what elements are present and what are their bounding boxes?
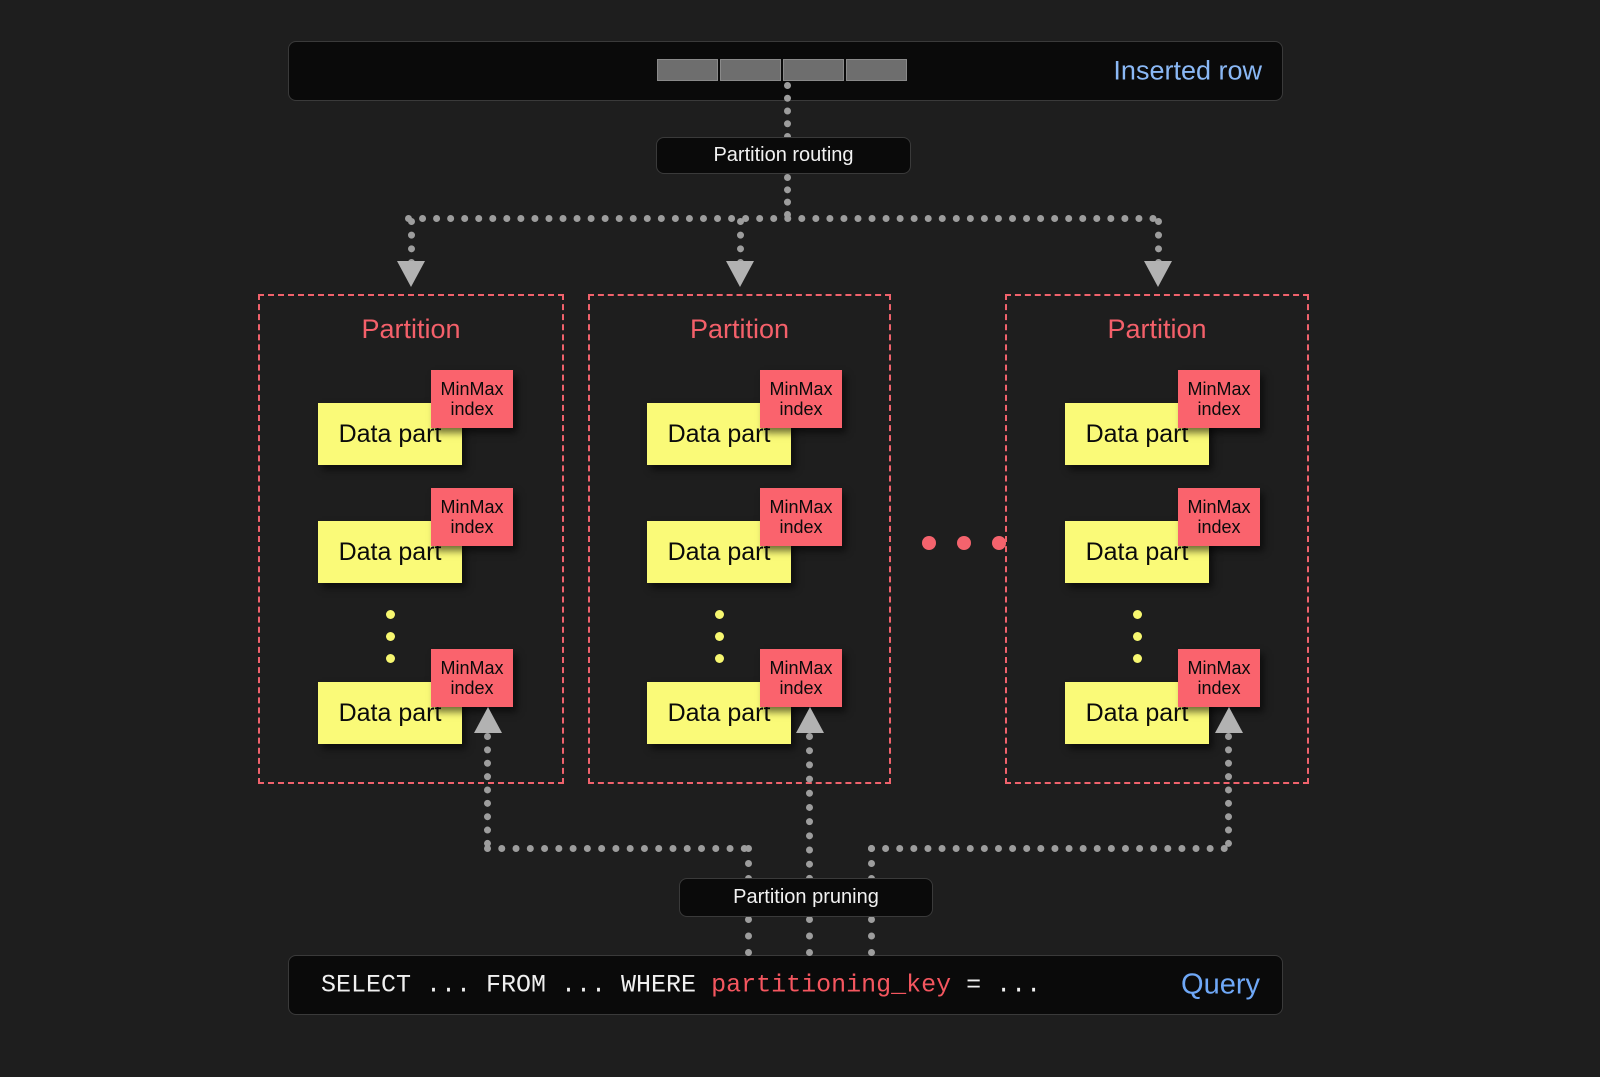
ellipsis-dot: [1133, 654, 1142, 663]
connector-query-to-pruning-center: [806, 916, 813, 956]
inserted-row-cells: [657, 59, 907, 81]
minmax-index-box: MinMax index: [760, 488, 842, 546]
row-cell: [720, 59, 781, 81]
partition-box-2: Partition MinMax index Data part MinMax …: [588, 294, 891, 784]
routing-bus: [405, 215, 1157, 222]
query-text: SELECT ... FROM ... WHERE partitioning_k…: [321, 971, 1041, 1000]
ellipsis-dot: [1133, 610, 1142, 619]
minmax-index-line1: MinMax: [440, 496, 504, 517]
minmax-index-line2: index: [779, 678, 823, 698]
minmax-index-box: MinMax index: [431, 488, 513, 546]
row-cell: [846, 59, 907, 81]
minmax-index-line2: index: [450, 678, 494, 698]
pruning-bus-left: [484, 845, 748, 852]
minmax-index-line1: MinMax: [769, 657, 833, 678]
query-label: Query: [1181, 968, 1260, 1001]
arrow-into-partition-1: [397, 261, 425, 287]
minmax-index-line2: index: [450, 399, 494, 419]
connector-bus-to-partition-2: [737, 218, 744, 266]
arrow-into-partition-2-pruning: [796, 707, 824, 733]
connector-pruning-to-partition-3: [1225, 733, 1232, 847]
data-part-box: Data part: [318, 521, 462, 583]
connector-query-to-pruning-left: [745, 916, 752, 956]
minmax-index-box: MinMax index: [1178, 370, 1260, 428]
partition-title: Partition: [689, 314, 790, 344]
partition-routing-label: Partition routing: [713, 144, 854, 166]
partition-routing-box[interactable]: Partition routing: [656, 137, 911, 174]
parts-ellipsis: [715, 610, 724, 663]
partition-pruning-box[interactable]: Partition pruning: [679, 878, 933, 917]
connector-bus-to-partition-3: [1155, 218, 1162, 266]
pruning-bus-right: [868, 845, 1228, 852]
minmax-index-line1: MinMax: [440, 657, 504, 678]
connector-pruning-to-partition-2: [806, 733, 813, 882]
minmax-index-line2: index: [779, 517, 823, 537]
ellipsis-dot: [386, 610, 395, 619]
ellipsis-dot: [957, 536, 971, 550]
ellipsis-dot: [1133, 632, 1142, 641]
partition-title: Partition: [361, 314, 461, 344]
arrow-into-partition-3: [1144, 261, 1172, 287]
arrow-into-partition-2: [726, 261, 754, 287]
minmax-index-line2: index: [779, 399, 823, 419]
connector-bus-to-partition-1: [408, 218, 415, 266]
connector-pruning-right-drop: [868, 845, 875, 882]
minmax-index-line2: index: [1197, 678, 1241, 698]
connector-pruning-to-partition-1: [484, 733, 491, 847]
minmax-index-line2: index: [1197, 517, 1241, 537]
minmax-index-box: MinMax index: [760, 370, 842, 428]
ellipsis-dot: [992, 536, 1006, 550]
ellipsis-dot: [715, 610, 724, 619]
ellipsis-dot: [386, 654, 395, 663]
minmax-index-line1: MinMax: [769, 378, 833, 399]
data-part-box: Data part: [647, 682, 791, 744]
ellipsis-dot: [922, 536, 936, 550]
query-prefix: SELECT ... FROM ... WHERE: [321, 970, 712, 1000]
connector-row-to-routing: [784, 82, 791, 140]
minmax-index-line2: index: [450, 517, 494, 537]
connector-pruning-left-drop: [745, 845, 752, 882]
minmax-index-box: MinMax index: [431, 370, 513, 428]
minmax-index-box: MinMax index: [431, 649, 513, 707]
partition-pruning-label: Partition pruning: [733, 886, 879, 908]
arrow-into-partition-1-pruning: [474, 707, 502, 733]
minmax-index-line1: MinMax: [769, 496, 833, 517]
inserted-row-label: Inserted row: [1113, 55, 1262, 86]
minmax-index-line1: MinMax: [1187, 496, 1251, 517]
parts-ellipsis: [1133, 610, 1142, 663]
query-partitioning-key: partitioning_key: [711, 970, 952, 1000]
ellipsis-dot: [715, 654, 724, 663]
partition-box-3: Partition MinMax index Data part MinMax …: [1005, 294, 1309, 784]
data-part-box: Data part: [318, 682, 462, 744]
partition-title: Partition: [1107, 314, 1207, 344]
arrow-into-partition-3-pruning: [1215, 707, 1243, 733]
minmax-index-box: MinMax index: [1178, 488, 1260, 546]
minmax-index-line1: MinMax: [1187, 378, 1251, 399]
minmax-index-box: MinMax index: [1178, 649, 1260, 707]
ellipsis-dot: [386, 632, 395, 641]
query-suffix: = ...: [951, 970, 1042, 1000]
data-part-box: Data part: [647, 403, 791, 465]
minmax-index-line2: index: [1197, 399, 1241, 419]
row-cell: [657, 59, 718, 81]
connector-routing-to-bus: [784, 174, 791, 218]
partition-box-1: Partition MinMax index Data part MinMax …: [258, 294, 564, 784]
query-panel: SELECT ... FROM ... WHERE partitioning_k…: [288, 955, 1283, 1015]
partitions-ellipsis: [922, 536, 1006, 550]
minmax-index-line1: MinMax: [440, 378, 504, 399]
minmax-index-line1: MinMax: [1187, 657, 1251, 678]
minmax-index-box: MinMax index: [760, 649, 842, 707]
connector-query-to-pruning-right: [868, 916, 875, 956]
parts-ellipsis: [386, 610, 395, 663]
ellipsis-dot: [715, 632, 724, 641]
row-cell: [783, 59, 844, 81]
